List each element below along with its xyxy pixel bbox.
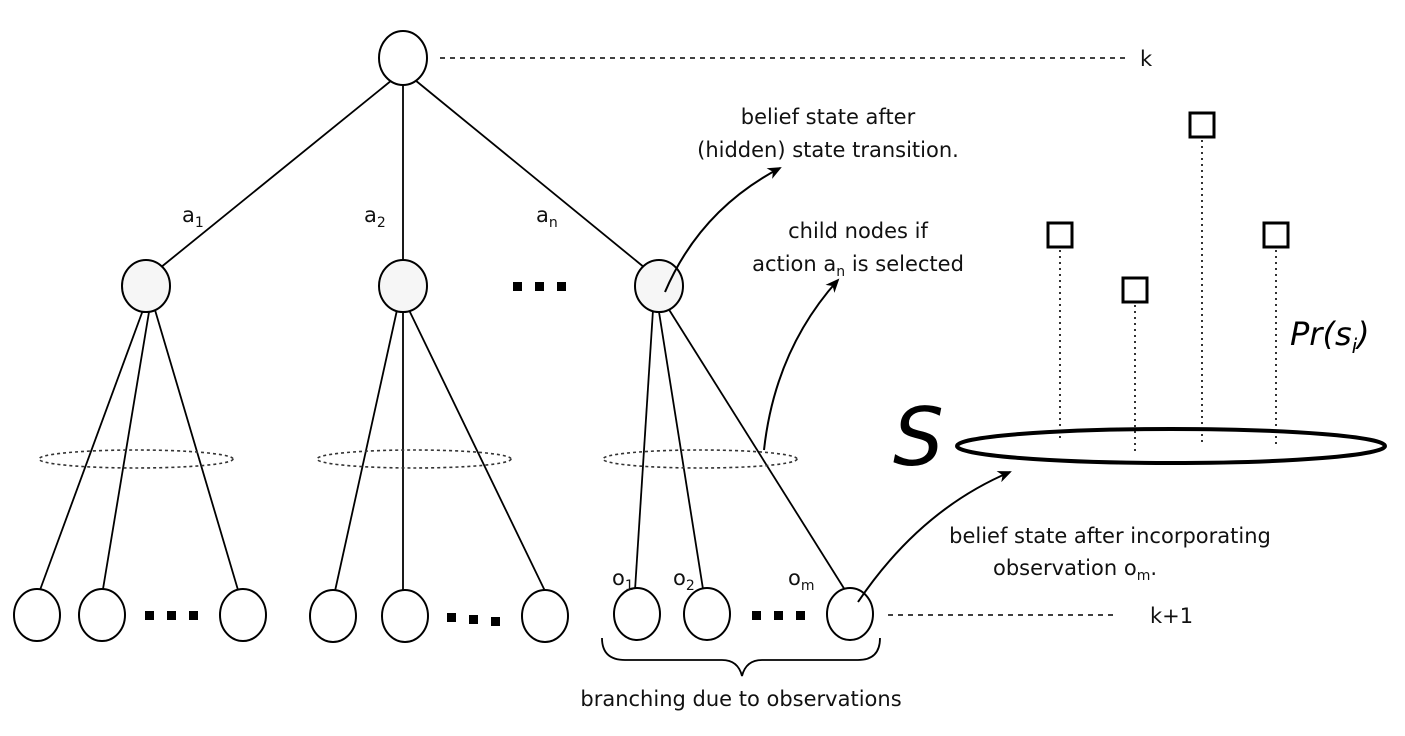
- belief-ring-2: [316, 449, 512, 469]
- probability-marker: [1046, 221, 1074, 249]
- observation-node-om: [826, 587, 874, 641]
- belief-ring-n: [602, 449, 798, 469]
- leaf-node: [13, 588, 61, 642]
- state-space-ellipse: [955, 427, 1387, 465]
- child-nodes-arrow: [763, 278, 840, 451]
- state-space-label: S: [893, 391, 944, 484]
- action-node-1: [121, 259, 171, 313]
- level-k1-label: k+1: [1150, 604, 1193, 628]
- edge-an: [414, 79, 646, 269]
- edge-a1: [159, 79, 393, 269]
- level-k-label: k: [1140, 47, 1153, 71]
- root-node: [378, 30, 428, 86]
- leaf-node: [78, 588, 126, 642]
- probability-marker: [1188, 111, 1216, 139]
- observation-edges-1: [39, 309, 239, 591]
- observation-label-om: om: [788, 566, 815, 594]
- branching-brace: [601, 637, 881, 677]
- action-label-a1: a1: [182, 203, 204, 231]
- probability-marker: [1262, 221, 1290, 249]
- belief-ring-1: [38, 449, 234, 469]
- probability-marker: [1121, 276, 1149, 304]
- belief-transition-line1: belief state after: [741, 105, 916, 129]
- leaf-node: [381, 589, 429, 643]
- action-node-n: [634, 259, 684, 313]
- observation-label-o1: o1: [612, 566, 634, 594]
- probability-label: Pr(si): [1290, 315, 1370, 358]
- leaf-ellipsis-1: [145, 611, 198, 620]
- leaf-node: [219, 588, 267, 642]
- belief-observation-line2: observation om.: [993, 556, 1157, 584]
- observation-edges-n: [634, 307, 846, 591]
- branching-label: branching due to observations: [580, 687, 901, 711]
- belief-transition-arrow: [664, 167, 782, 293]
- action-label-a2: a2: [364, 203, 386, 231]
- belief-transition-line2: (hidden) state transition.: [697, 138, 959, 162]
- observation-node-o2: [683, 587, 731, 641]
- leaf-ellipsis-n: [752, 611, 805, 620]
- action-label-an: an: [536, 203, 558, 231]
- action-node-2: [378, 259, 428, 313]
- observation-node-o1: [613, 587, 661, 641]
- child-nodes-line1: child nodes if: [788, 219, 928, 243]
- observation-label-o2: o2: [673, 566, 695, 594]
- leaf-node: [309, 589, 357, 643]
- leaf-ellipsis-2: [447, 613, 500, 626]
- action-ellipsis: ...: [513, 282, 566, 291]
- leaf-node: [521, 589, 569, 643]
- belief-observation-line1: belief state after incorporating: [949, 524, 1271, 548]
- child-nodes-line2: action an is selected: [752, 252, 964, 280]
- belief-observation-arrow: [857, 471, 1012, 603]
